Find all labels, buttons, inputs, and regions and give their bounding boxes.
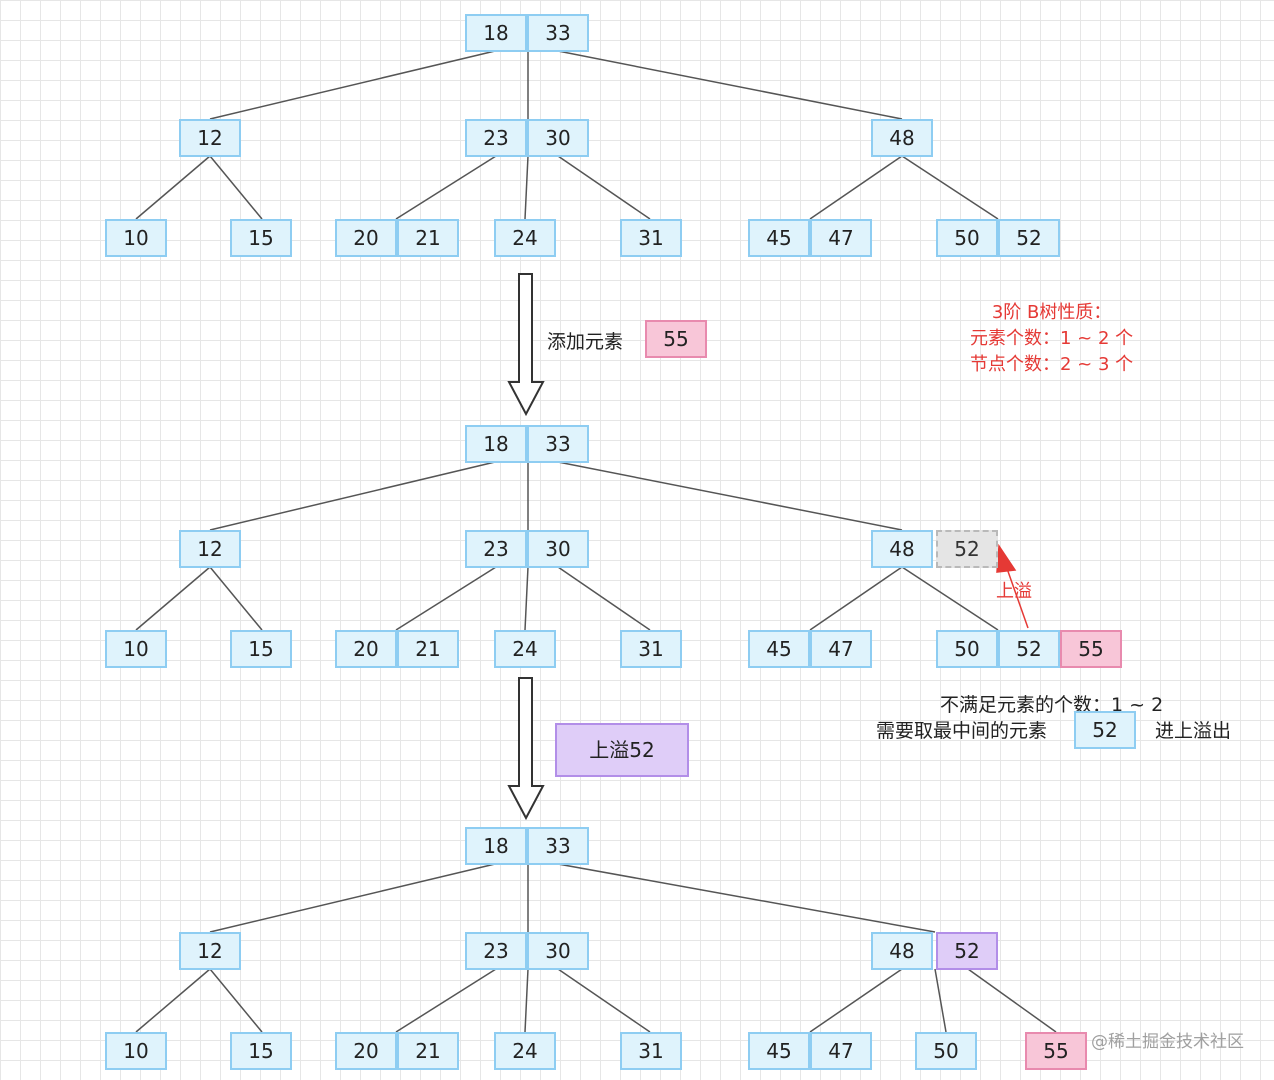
leaf-key: 31 [620, 219, 682, 257]
leaf-key: 24 [494, 219, 556, 257]
node-root-key: 18 [465, 14, 527, 52]
leaf-key: 15 [230, 219, 292, 257]
node-root-key: 33 [527, 425, 589, 463]
leaf-key: 50 [915, 1032, 977, 1070]
leaf-key: 21 [397, 219, 459, 257]
rule-note-title: 3阶 B树性质： [991, 302, 1112, 323]
overflow-arrow [996, 543, 1029, 629]
leaf-key: 20 [335, 1032, 397, 1070]
leaf-key: 45 [748, 1032, 810, 1070]
down-arrow-1 [507, 273, 545, 417]
leaf-key-new: 55 [1025, 1032, 1087, 1070]
node-key: 12 [179, 119, 241, 157]
node-key: 12 [179, 530, 241, 568]
leaf-key: 47 [810, 219, 872, 257]
leaf-key: 20 [335, 219, 397, 257]
leaf-key: 31 [620, 1032, 682, 1070]
overflow-label: 上溢 [996, 581, 1032, 602]
step-label-add: 添加元素 [547, 331, 624, 353]
leaf-key: 50 [936, 219, 998, 257]
overflow-note-line1: 不满足元素的个数：1 ~ 2 [940, 694, 1164, 716]
node-key: 30 [527, 119, 589, 157]
leaf-key: 15 [230, 1032, 292, 1070]
node-key: 23 [465, 530, 527, 568]
node-key: 12 [179, 932, 241, 970]
watermark: @稀土掘金技术社区 [1091, 1032, 1244, 1052]
down-arrow-2 [507, 677, 545, 821]
leaf-key: 31 [620, 630, 682, 668]
new-leaf-key: 55 [1060, 630, 1122, 668]
node-key: 30 [527, 932, 589, 970]
leaf-key: 24 [494, 1032, 556, 1070]
node-root-key: 33 [527, 14, 589, 52]
leaf-key: 15 [230, 630, 292, 668]
node-root-key: 18 [465, 827, 527, 865]
node-key: 48 [871, 932, 933, 970]
leaf-key: 52 [998, 630, 1060, 668]
overflow-note-line2-end: 进上溢出 [1155, 720, 1232, 742]
node-root-key: 33 [527, 827, 589, 865]
leaf-key: 47 [810, 630, 872, 668]
node-key: 48 [871, 530, 933, 568]
step-label-overflow: 上溢52 [555, 723, 689, 777]
leaf-key: 20 [335, 630, 397, 668]
leaf-key: 10 [105, 1032, 167, 1070]
node-key: 23 [465, 119, 527, 157]
new-element-box: 55 [645, 320, 707, 358]
overflow-note-key: 52 [1074, 711, 1136, 749]
node-key: 30 [527, 530, 589, 568]
leaf-key: 24 [494, 630, 556, 668]
leaf-key: 10 [105, 219, 167, 257]
leaf-key: 10 [105, 630, 167, 668]
node-key: 23 [465, 932, 527, 970]
overflow-note-line2: 需要取最中间的元素 [876, 720, 1048, 742]
promoted-key: 52 [936, 932, 998, 970]
leaf-key: 47 [810, 1032, 872, 1070]
leaf-key: 45 [748, 219, 810, 257]
leaf-key: 50 [936, 630, 998, 668]
node-key: 48 [871, 119, 933, 157]
b-tree-rule-note: 3阶 B树性质： 元素个数：1 ~ 2 个 节点个数：2 ~ 3 个 [970, 300, 1133, 378]
rule-note-elements: 元素个数：1 ~ 2 个 [970, 328, 1134, 349]
leaf-key: 45 [748, 630, 810, 668]
leaf-key: 52 [998, 219, 1060, 257]
leaf-key: 21 [397, 1032, 459, 1070]
rule-note-children: 节点个数：2 ~ 3 个 [970, 354, 1134, 375]
node-root-key: 18 [465, 425, 527, 463]
overflow-placeholder: 52 [936, 530, 998, 568]
leaf-key: 21 [397, 630, 459, 668]
